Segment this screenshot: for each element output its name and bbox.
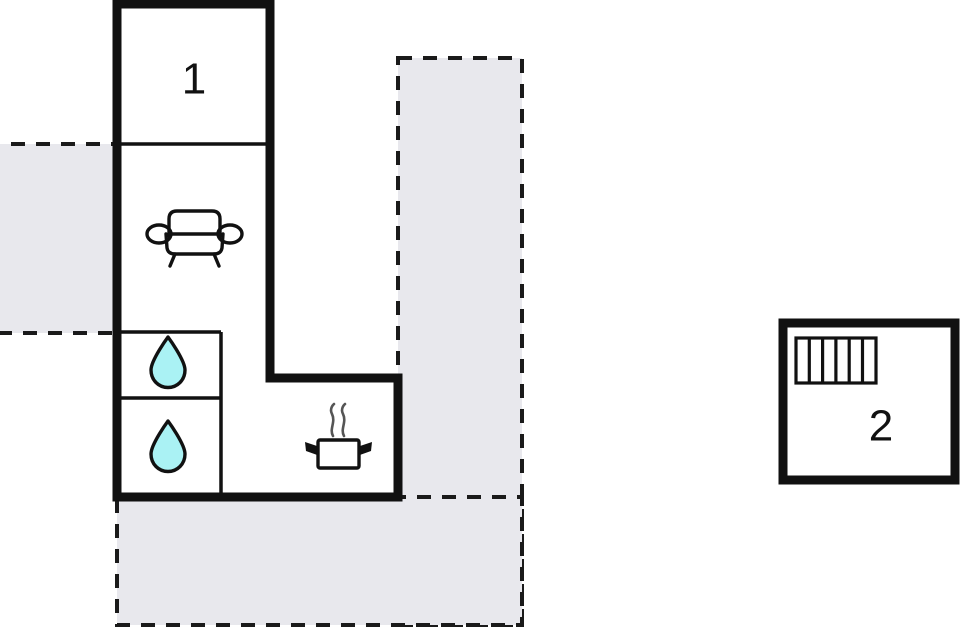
- water-drop-icon: [149, 335, 187, 390]
- room-number-1: 1: [182, 55, 206, 104]
- terrace-left: [0, 142, 119, 335]
- sofa-icon: [145, 209, 244, 268]
- terrace-seam-fill: [400, 499, 520, 623]
- cooking-pot-icon: [305, 402, 372, 470]
- stairs-icon: [794, 336, 878, 385]
- apartment-shell: [112, 0, 403, 502]
- interior-partitions: [117, 142, 270, 497]
- water-drop-icon: [149, 419, 187, 474]
- room-number-2: 2: [869, 402, 893, 451]
- apartment-floor: [117, 4, 398, 497]
- apartment-outer-wall: [112, 0, 403, 502]
